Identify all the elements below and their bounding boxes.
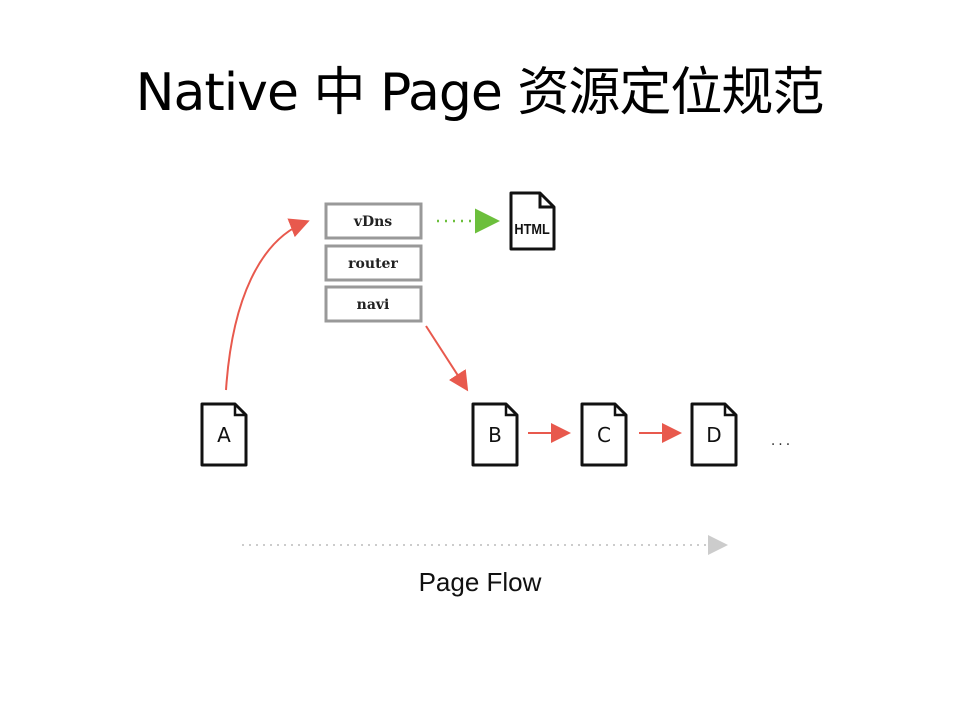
- slide-title: Native 中 Page 资源定位规范: [135, 63, 825, 123]
- page-label: C: [597, 423, 611, 447]
- page-b-icon: B: [471, 402, 519, 467]
- module-vdns: vDns: [324, 202, 423, 240]
- page-label: D: [706, 423, 721, 447]
- page-label: A: [217, 423, 231, 447]
- module-label: router: [348, 256, 398, 272]
- page-flow-label: Page Flow: [419, 567, 542, 597]
- module-router: router: [324, 244, 423, 282]
- ellipsis: ...: [771, 433, 793, 449]
- page-d-icon: D: [690, 402, 738, 467]
- module-navi: navi: [324, 285, 423, 323]
- module-label: vDns: [353, 214, 392, 230]
- page-c-icon: C: [580, 402, 628, 467]
- navi-to-b-arrow: [425, 325, 469, 392]
- module-label: navi: [357, 297, 390, 313]
- page-a-icon: A: [200, 402, 248, 467]
- a-to-modules-arrow: [225, 218, 310, 391]
- page-label: B: [488, 423, 502, 447]
- html-document-icon: HTML: [509, 191, 556, 251]
- html-doc-label: HTML: [514, 220, 550, 237]
